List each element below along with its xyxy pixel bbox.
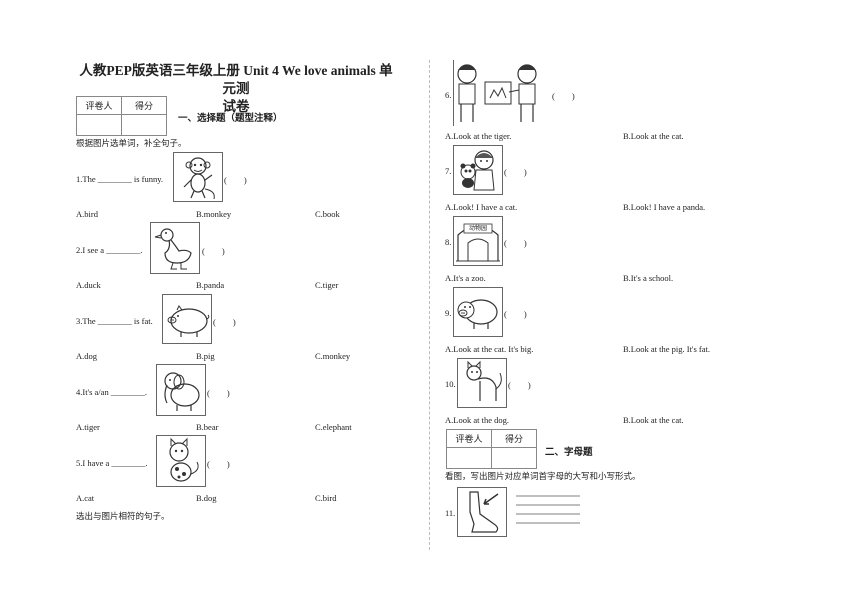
option-1b[interactable]: B.monkey — [196, 209, 232, 219]
question-2-text: 2.I see a ________. — [76, 245, 143, 255]
question-8-number: 8. — [445, 237, 452, 247]
option-9a[interactable]: A.Look at the cat. It's big. — [445, 344, 534, 354]
boy-drawing-picture — [453, 60, 545, 126]
option-2b[interactable]: B.panda — [196, 280, 225, 290]
option-4a[interactable]: A.tiger — [76, 422, 100, 432]
score-header-score: 得分 — [491, 429, 537, 448]
monkey-picture — [173, 152, 223, 202]
column-divider — [429, 60, 430, 550]
question-1-text: 1.The ________ is funny. — [76, 174, 164, 184]
option-1c[interactable]: C.book — [315, 209, 340, 219]
duck-picture — [150, 222, 200, 274]
duck-icon — [154, 228, 192, 270]
page-title: 人教PEP版英语三年级上册 Unit 4 We love animals 单元测… — [76, 62, 396, 116]
elephant-picture — [156, 364, 206, 416]
score-table-1: 评卷人得分 — [76, 96, 167, 136]
pig-icon — [457, 299, 498, 329]
answer-blank-9[interactable]: ( ) — [504, 309, 527, 319]
writing-lines[interactable] — [516, 494, 582, 530]
option-4c[interactable]: C.elephant — [315, 422, 352, 432]
score-header-grader: 评卷人 — [446, 429, 492, 448]
pig-icon — [167, 305, 210, 337]
score-header-score: 得分 — [121, 96, 167, 115]
score-cell-grader[interactable] — [76, 114, 122, 136]
cat-picture-2 — [457, 358, 507, 408]
option-2c[interactable]: C.tiger — [315, 280, 339, 290]
question-3-text: 3.The ________ is fat. — [76, 316, 153, 326]
section-1-heading: 一、选择题（题型注释） — [178, 114, 283, 124]
pig-picture-1 — [162, 294, 212, 344]
answer-blank-8[interactable]: ( ) — [504, 238, 527, 248]
option-3a[interactable]: A.dog — [76, 351, 98, 361]
instruction-2: 看图，写出图片对应单词首字母的大写和小写形式。 — [445, 471, 641, 481]
answer-blank-10[interactable]: ( ) — [508, 380, 531, 390]
option-10a[interactable]: A.Look at the dog. — [445, 415, 509, 425]
option-2a[interactable]: A.duck — [76, 280, 101, 290]
option-5b[interactable]: B.dog — [196, 493, 217, 503]
option-4b[interactable]: B.bear — [196, 422, 219, 432]
question-7-number: 7. — [445, 166, 452, 176]
score-cell-score[interactable] — [491, 447, 537, 469]
question-9-number: 9. — [445, 308, 452, 318]
section-2-heading: 二、字母题 — [545, 448, 593, 458]
score-cell-score[interactable] — [121, 114, 167, 136]
option-5a[interactable]: A.cat — [76, 493, 95, 503]
zoo-gate-picture: 动物园 — [453, 216, 503, 266]
pig-picture-2 — [453, 287, 503, 337]
option-7b[interactable]: B.Look! I have a panda. — [623, 202, 706, 212]
option-5c[interactable]: C.bird — [315, 493, 337, 503]
option-7a[interactable]: A.Look! I have a cat. — [445, 202, 518, 212]
answer-blank-6[interactable]: ( ) — [552, 91, 575, 101]
option-1a[interactable]: A.bird — [76, 209, 98, 219]
monkey-icon — [183, 157, 215, 200]
girl-with-panda-icon — [460, 150, 495, 191]
option-10b[interactable]: B.Look at the cat. — [623, 415, 684, 425]
answer-blank-5[interactable]: ( ) — [207, 459, 230, 469]
question-11-number: 11. — [445, 508, 456, 518]
question-4-text: 4.It's a/an ________. — [76, 387, 147, 397]
children-drawing-icon — [453, 60, 537, 126]
elephant-icon — [164, 372, 200, 411]
answer-blank-1[interactable]: ( ) — [224, 175, 247, 185]
instruction-3: 选出与图片相符的句子。 — [76, 511, 170, 521]
answer-blank-2[interactable]: ( ) — [202, 246, 225, 256]
option-8a[interactable]: A.It's a zoo. — [445, 273, 486, 283]
option-6a[interactable]: A.Look at the tiger. — [445, 131, 512, 141]
zoo-gate-icon — [456, 223, 500, 262]
score-table-2: 评卷人得分 — [446, 429, 537, 469]
leg-icon — [469, 491, 499, 533]
question-5-text: 5.I have a ________. — [76, 458, 148, 468]
instruction-1: 根据图片选单词，补全句子。 — [76, 138, 187, 148]
option-3b[interactable]: B.pig — [196, 351, 215, 361]
title-line-2: 试卷 — [222, 99, 250, 114]
leg-picture — [457, 487, 507, 537]
answer-blank-7[interactable]: ( ) — [504, 167, 527, 177]
option-6b[interactable]: B.Look at the cat. — [623, 131, 684, 141]
option-3c[interactable]: C.monkey — [315, 351, 351, 361]
question-10-number: 10. — [445, 379, 456, 389]
option-8b[interactable]: B.It's a school. — [623, 273, 674, 283]
answer-blank-3[interactable]: ( ) — [213, 317, 236, 327]
score-header-grader: 评卷人 — [76, 96, 122, 115]
zoo-sign-text: 动物园 — [468, 226, 487, 232]
cat-picture-1 — [156, 435, 206, 487]
cat-icon — [169, 437, 199, 482]
cat-icon — [466, 360, 502, 401]
option-9b[interactable]: B.Look at the pig. It's fat. — [623, 344, 710, 354]
answer-blank-4[interactable]: ( ) — [207, 388, 230, 398]
girl-panda-picture — [453, 145, 503, 195]
question-6-number: 6. — [445, 90, 452, 100]
title-line-1: 人教PEP版英语三年级上册 Unit 4 We love animals 单元测 — [79, 63, 393, 96]
score-cell-grader[interactable] — [446, 447, 492, 469]
